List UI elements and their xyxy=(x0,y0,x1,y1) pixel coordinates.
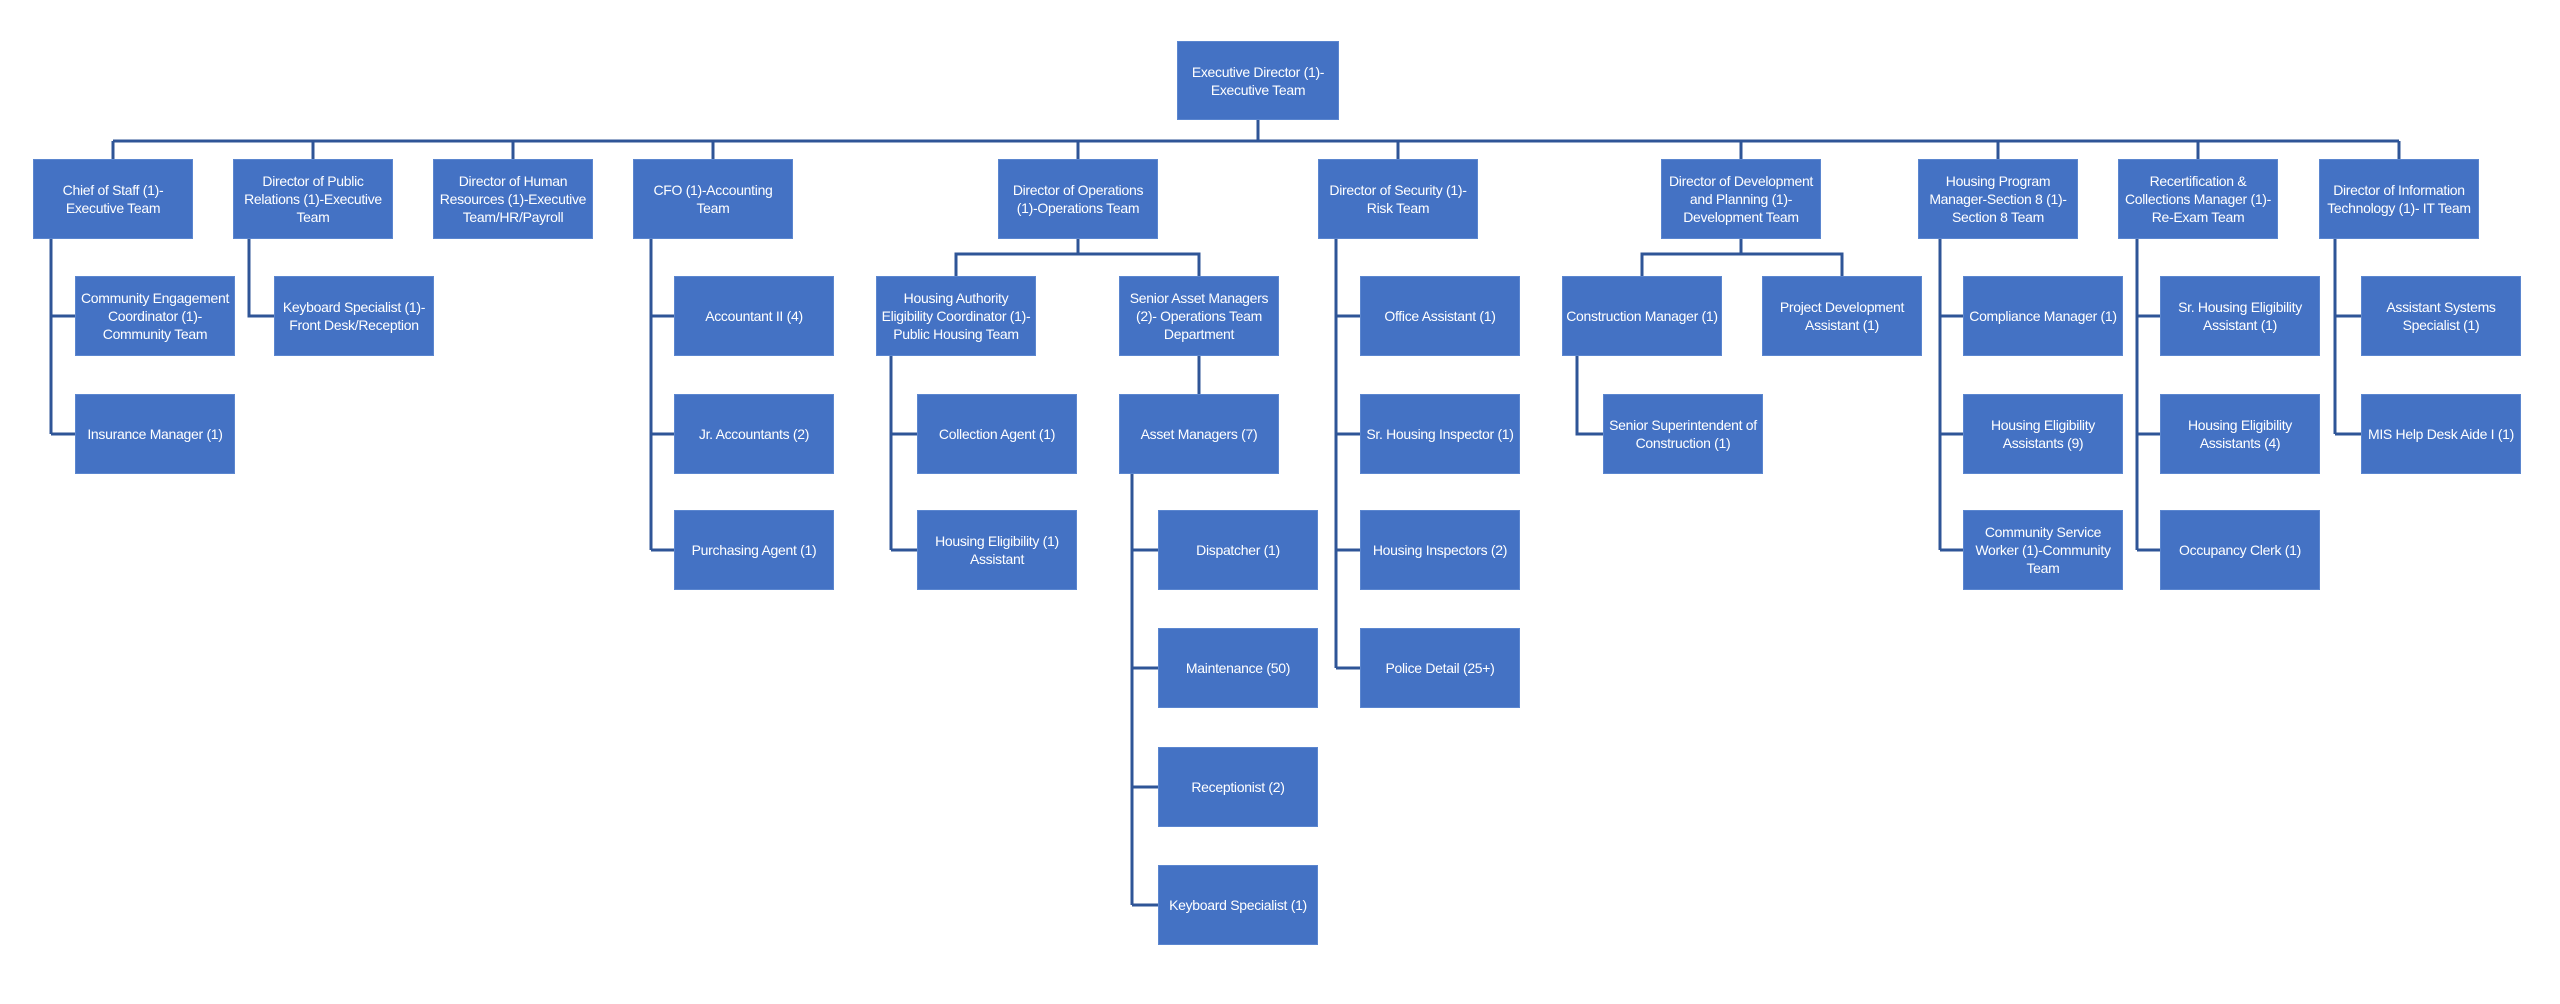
node-maintenance: Maintenance (50) xyxy=(1158,628,1318,708)
node-director-operations: Director of Operations (1)-Operations Te… xyxy=(998,159,1158,239)
node-label: Jr. Accountants (2) xyxy=(698,426,810,442)
node-label: Insurance Manager (1) xyxy=(87,426,223,442)
node-label: Executive Director (1)-Executive Team xyxy=(1191,63,1325,98)
node-label: Assistant Systems Specialist (1) xyxy=(2386,299,2496,333)
node-label: Recertification & Collections Manager (1… xyxy=(2124,173,2272,225)
node-executive-director: Executive Director (1)-Executive Team xyxy=(1177,41,1339,120)
node-sr-housing-inspector: Sr. Housing Inspector (1) xyxy=(1360,394,1520,474)
node-label: Keyboard Specialist (1) xyxy=(1169,897,1307,913)
node-label: Housing Eligibility Assistants (4) xyxy=(2187,417,2293,451)
node-recertification-manager: Recertification & Collections Manager (1… xyxy=(2118,159,2278,239)
node-chief-of-staff: Chief of Staff (1)-Executive Team xyxy=(33,159,193,239)
node-accountant-ii: Accountant II (4) xyxy=(674,276,834,356)
node-housing-inspectors: Housing Inspectors (2) xyxy=(1360,510,1520,590)
node-asset-managers: Asset Managers (7) xyxy=(1119,394,1279,474)
node-label: Sr. Housing Eligibility Assistant (1) xyxy=(2178,299,2302,333)
node-director-development: Director of Development and Planning (1)… xyxy=(1661,159,1821,239)
node-label: Compliance Manager (1) xyxy=(1969,308,2117,324)
node-label: Director of Development and Planning (1)… xyxy=(1668,173,1814,225)
node-police-detail: Police Detail (25+) xyxy=(1360,628,1520,708)
node-label: Dispatcher (1) xyxy=(1196,542,1280,558)
node-label: Asset Managers (7) xyxy=(1140,426,1258,442)
node-collection-agent: Collection Agent (1) xyxy=(917,394,1077,474)
node-label: Occupancy Clerk (1) xyxy=(2179,542,2301,558)
node-label: Housing Authority Eligibility Coordinato… xyxy=(881,290,1031,342)
node-cfo: CFO (1)-Accounting Team xyxy=(633,159,793,239)
node-label: Keyboard Specialist (1)-Front Desk/Recep… xyxy=(282,299,426,333)
node-label: Sr. Housing Inspector (1) xyxy=(1366,426,1514,442)
node-label: Purchasing Agent (1) xyxy=(691,542,817,558)
node-label: Office Assistant (1) xyxy=(1384,308,1496,324)
node-keyboard-specialist-front-desk: Keyboard Specialist (1)-Front Desk/Recep… xyxy=(274,276,434,356)
node-receptionist: Receptionist (2) xyxy=(1158,747,1318,827)
node-label: Director of Human Resources (1)-Executiv… xyxy=(439,173,587,225)
node-label: CFO (1)-Accounting Team xyxy=(653,182,773,216)
node-mis-help-desk-aide: MIS Help Desk Aide I (1) xyxy=(2361,394,2521,474)
node-label: Director of Public Relations (1)-Executi… xyxy=(244,173,382,225)
node-senior-asset-managers: Senior Asset Managers (2)- Operations Te… xyxy=(1119,276,1279,356)
node-label: Collection Agent (1) xyxy=(938,426,1056,442)
node-occupancy-clerk: Occupancy Clerk (1) xyxy=(2160,510,2320,590)
node-community-service-worker: Community Service Worker (1)-Community T… xyxy=(1963,510,2123,590)
node-housing-eligibility-assistants-9: Housing Eligibility Assistants (9) xyxy=(1963,394,2123,474)
node-senior-superintendent: Senior Superintendent of Construction (1… xyxy=(1603,394,1763,474)
node-label: Housing Eligibility Assistants (9) xyxy=(1990,417,2096,451)
node-label: Director of Information Technology (1)- … xyxy=(2327,182,2471,216)
node-label: Maintenance (50) xyxy=(1185,660,1291,676)
node-compliance-manager: Compliance Manager (1) xyxy=(1963,276,2123,356)
node-label: Senior Asset Managers (2)- Operations Te… xyxy=(1129,290,1269,342)
node-office-assistant: Office Assistant (1) xyxy=(1360,276,1520,356)
node-jr-accountants: Jr. Accountants (2) xyxy=(674,394,834,474)
node-label: Housing Inspectors (2) xyxy=(1372,542,1508,558)
node-label: Receptionist (2) xyxy=(1191,779,1285,795)
node-community-engagement-coordinator: Community Engagement Coordinator (1)-Com… xyxy=(75,276,235,356)
node-purchasing-agent: Purchasing Agent (1) xyxy=(674,510,834,590)
node-sr-housing-eligibility-assistant: Sr. Housing Eligibility Assistant (1) xyxy=(2160,276,2320,356)
node-construction-manager: Construction Manager (1) xyxy=(1562,276,1722,356)
node-housing-authority-eligibility-coordinator: Housing Authority Eligibility Coordinato… xyxy=(876,276,1036,356)
node-project-development-assistant: Project Development Assistant (1) xyxy=(1762,276,1922,356)
node-label: Director of Security (1)-Risk Team xyxy=(1329,182,1467,216)
node-label: Project Development Assistant (1) xyxy=(1779,299,1905,333)
node-label: Housing Eligibility (1) Assistant xyxy=(935,533,1059,567)
node-label: MIS Help Desk Aide I (1) xyxy=(2367,426,2515,442)
node-label: Community Service Worker (1)-Community T… xyxy=(1975,524,2111,576)
node-label: Housing Program Manager-Section 8 (1)-Se… xyxy=(1929,173,2067,225)
node-label: Senior Superintendent of Construction (1… xyxy=(1609,417,1757,451)
node-housing-program-manager: Housing Program Manager-Section 8 (1)-Se… xyxy=(1918,159,2078,239)
node-label: Police Detail (25+) xyxy=(1385,660,1495,676)
node-assistant-systems-specialist: Assistant Systems Specialist (1) xyxy=(2361,276,2521,356)
node-director-it: Director of Information Technology (1)- … xyxy=(2319,159,2479,239)
node-keyboard-specialist: Keyboard Specialist (1) xyxy=(1158,865,1318,945)
node-director-security: Director of Security (1)-Risk Team xyxy=(1318,159,1478,239)
node-label: Chief of Staff (1)-Executive Team xyxy=(62,182,164,216)
node-director-human-resources: Director of Human Resources (1)-Executiv… xyxy=(433,159,593,239)
node-insurance-manager: Insurance Manager (1) xyxy=(75,394,235,474)
node-housing-eligibility-assistant: Housing Eligibility (1) Assistant xyxy=(917,510,1077,590)
node-label: Community Engagement Coordinator (1)-Com… xyxy=(80,290,230,342)
node-label: Director of Operations (1)-Operations Te… xyxy=(1012,182,1144,216)
node-label: Accountant II (4) xyxy=(705,308,803,324)
node-director-public-relations: Director of Public Relations (1)-Executi… xyxy=(233,159,393,239)
node-housing-eligibility-assistants-4: Housing Eligibility Assistants (4) xyxy=(2160,394,2320,474)
node-dispatcher: Dispatcher (1) xyxy=(1158,510,1318,590)
node-label: Construction Manager (1) xyxy=(1566,308,1718,324)
